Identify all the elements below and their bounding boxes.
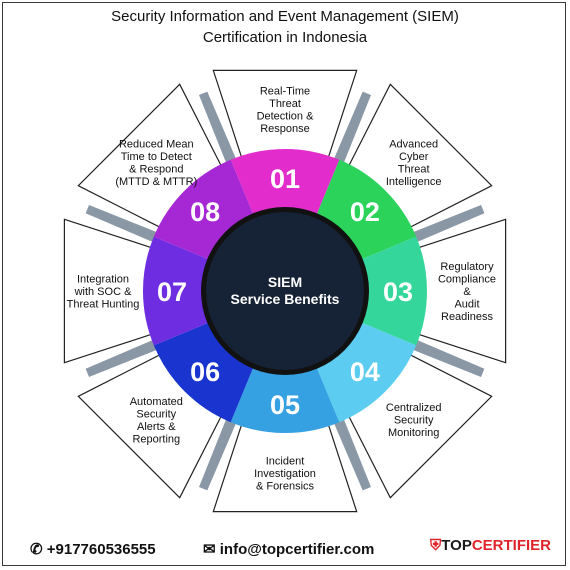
ring-segment-08 — [153, 159, 254, 260]
separator-bar — [333, 418, 371, 491]
separator-bar — [412, 205, 485, 243]
frame-border — [2, 2, 566, 566]
ring-segment-03 — [360, 236, 427, 346]
ring-segment-04 — [316, 322, 417, 423]
segment-number-08: 08 — [190, 197, 220, 227]
phone-contact[interactable]: ✆ +917760536555 — [30, 540, 156, 558]
shield-logo-icon: ⛨ — [430, 537, 442, 554]
envelope-icon: ✉ — [203, 541, 216, 558]
ring-layer — [143, 149, 427, 433]
email-contact[interactable]: ✉ info@topcertifier.com — [203, 540, 374, 558]
phone-icon: ✆ — [30, 541, 43, 558]
segment-number-03: 03 — [383, 277, 413, 307]
ring-segment-06 — [153, 322, 254, 423]
separator-bar — [333, 91, 371, 164]
segment-number-05: 05 — [270, 390, 300, 420]
center-title-line2: Service Benefits — [231, 291, 340, 307]
ring-segment-07 — [143, 236, 210, 346]
separator-bar — [199, 418, 237, 491]
ring-segment-01 — [230, 149, 340, 216]
brand-name-part1: TOP — [441, 537, 472, 554]
brand-name-part2: CERTIFIER — [471, 537, 552, 554]
phone-number: +917760536555 — [46, 541, 156, 558]
page-title-line1: Security Information and Event Managemen… — [111, 8, 459, 25]
separator-bar — [85, 205, 158, 243]
page-title-line2: Certification in Indonesia — [202, 29, 368, 46]
separator-bar — [85, 339, 158, 377]
gap-layer — [85, 91, 485, 491]
separator-bar — [412, 339, 485, 377]
segment-number-04: 04 — [350, 357, 380, 387]
panel-03 — [415, 218, 507, 364]
segment-number-02: 02 — [350, 197, 380, 227]
segment-number-06: 06 — [190, 357, 220, 387]
brand-logo: ⛨TOPCERTIFIER — [430, 537, 551, 554]
center-title-line1: SIEM — [268, 274, 302, 290]
segment-number-01: 01 — [270, 164, 300, 194]
ring-segment-02 — [316, 159, 417, 260]
center-circle — [206, 212, 364, 370]
segment-number-07: 07 — [157, 277, 187, 307]
ring-segment-05 — [230, 366, 340, 433]
email-address: info@topcertifier.com — [219, 541, 375, 558]
separator-bar — [199, 91, 237, 164]
